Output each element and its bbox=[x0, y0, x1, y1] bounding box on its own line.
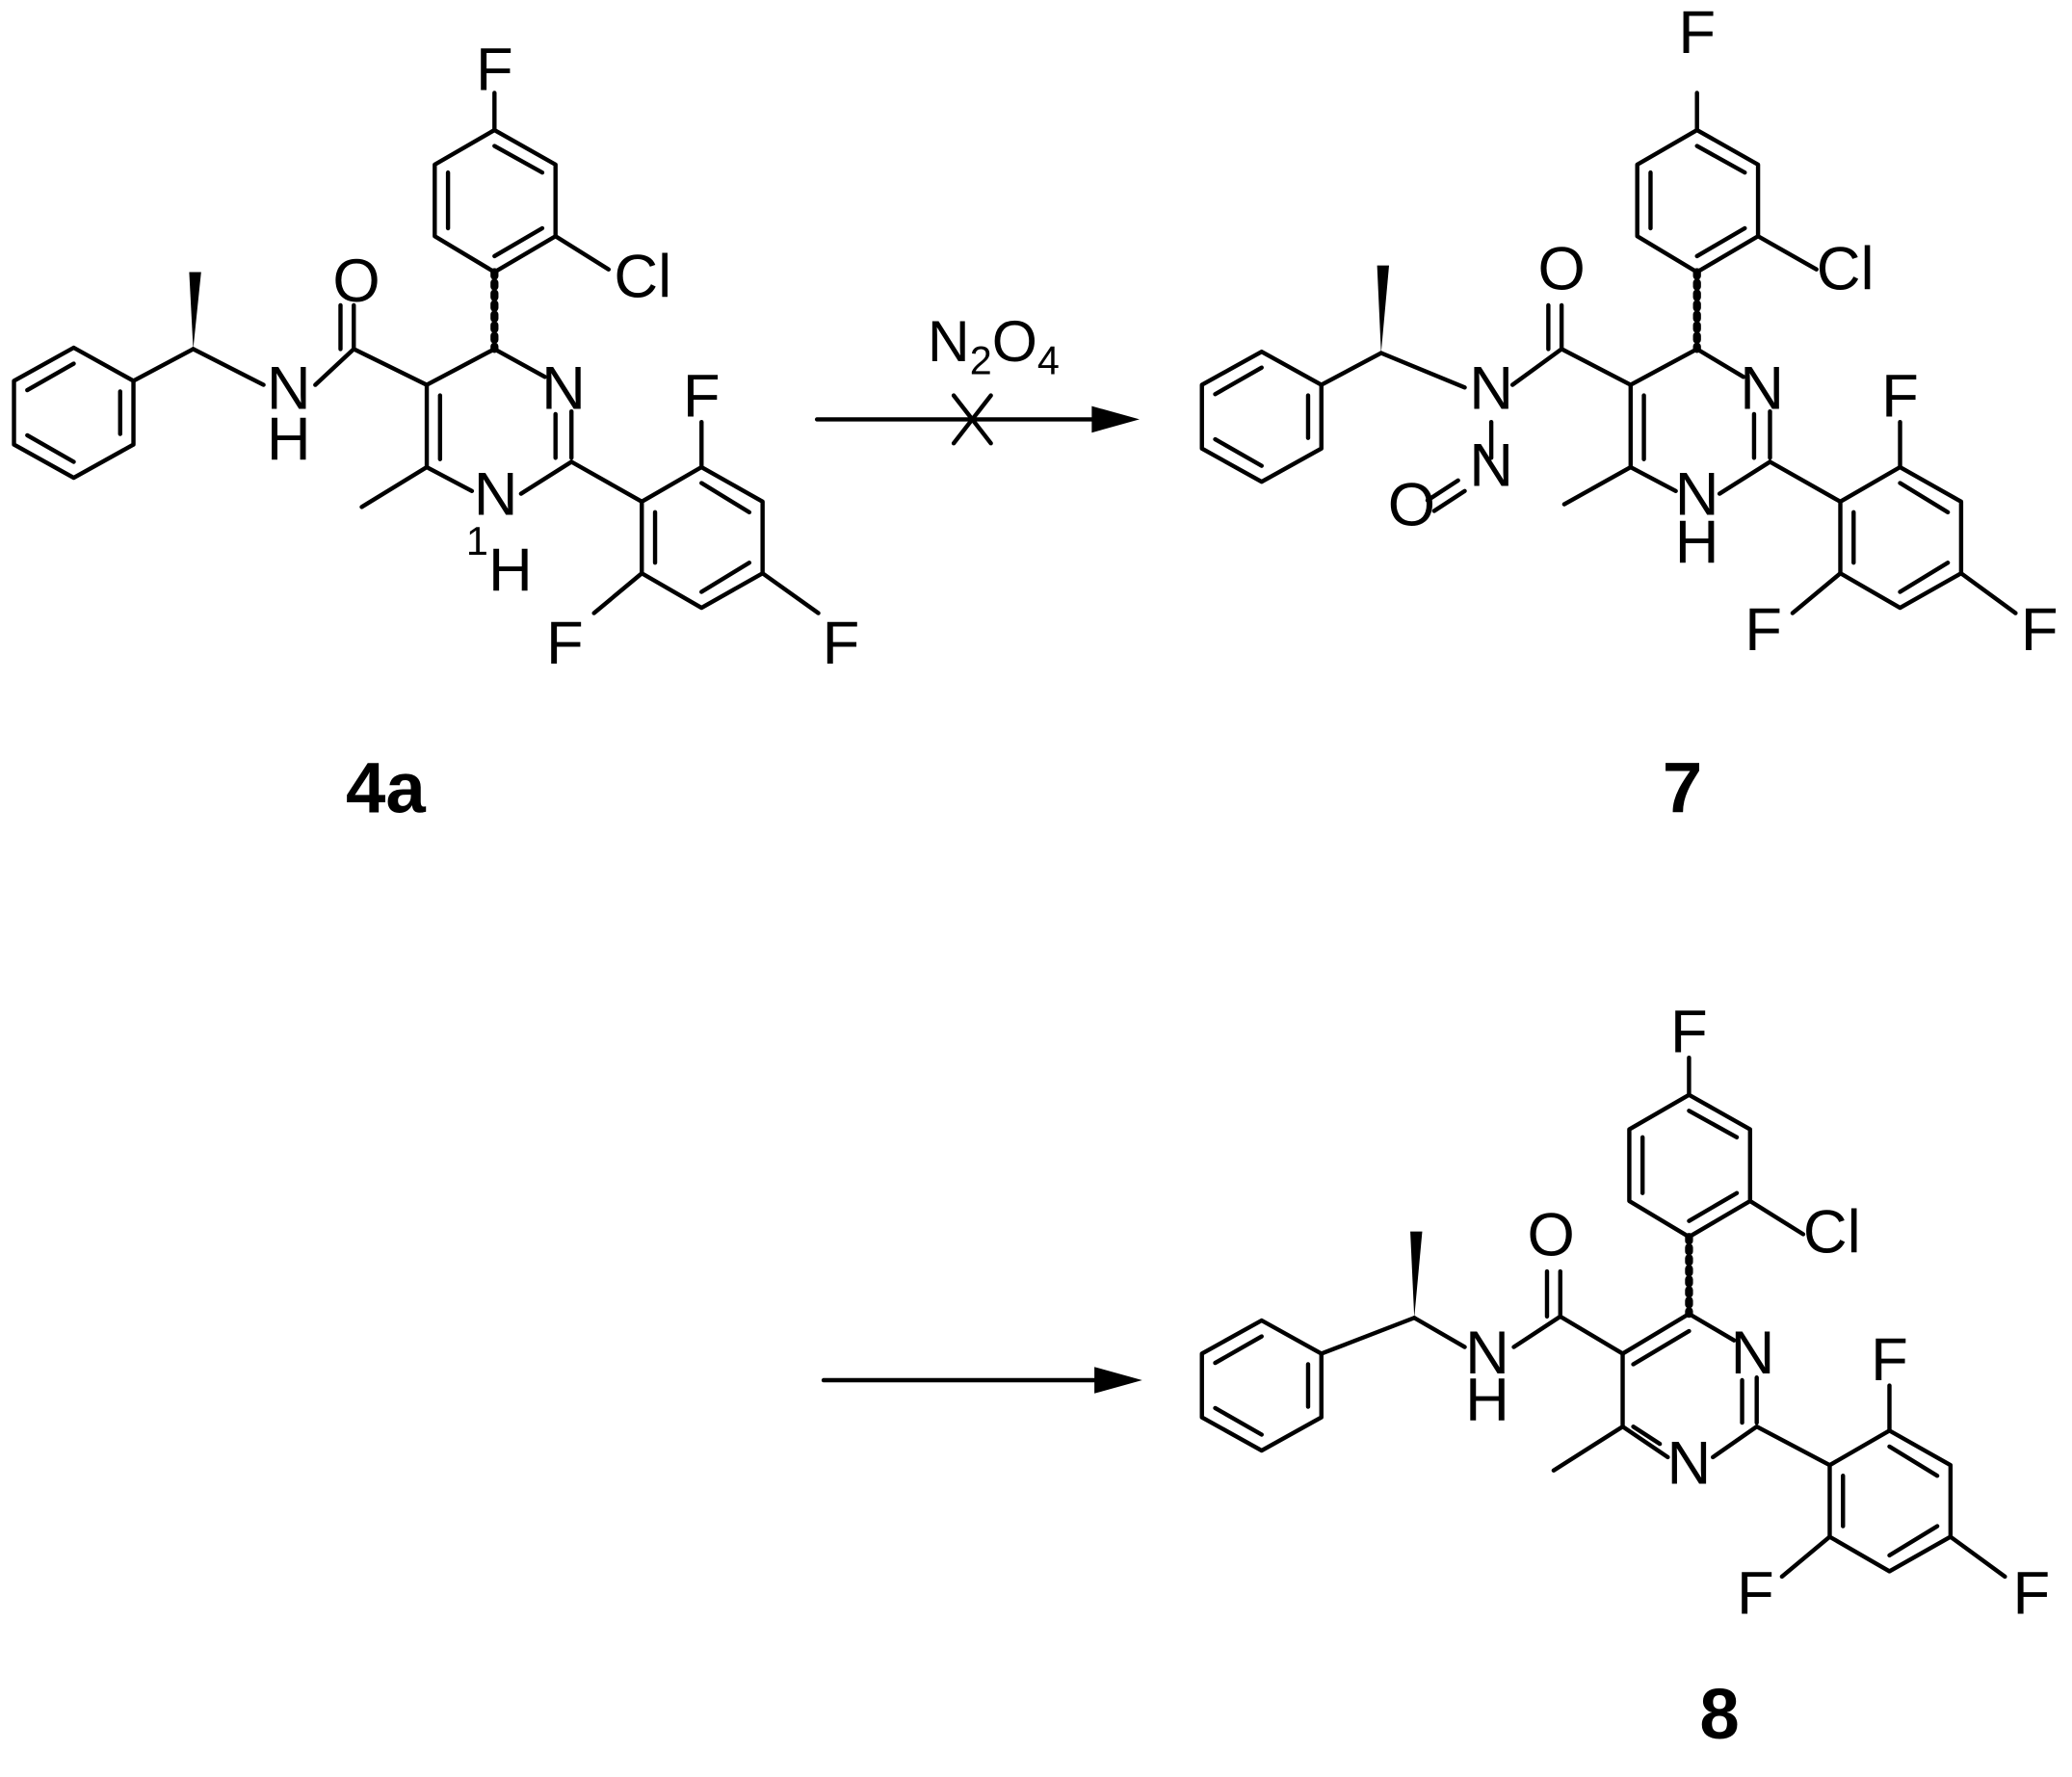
compound-label-4a: 4a bbox=[346, 747, 426, 827]
atom-o: O bbox=[1537, 235, 1585, 302]
atom-n: N bbox=[474, 461, 518, 529]
atom-f: F bbox=[1881, 363, 1919, 431]
atom-h: H bbox=[1465, 1366, 1509, 1433]
atom-f: F bbox=[1678, 0, 1716, 66]
molecule-4a-atoms: F Cl O N H N N 1 H F F F 4a bbox=[267, 37, 859, 828]
compound-label-8: 8 bbox=[1699, 1674, 1739, 1754]
atom-n: N bbox=[541, 354, 586, 422]
atom-n: N bbox=[1465, 1320, 1509, 1387]
atom-n: N bbox=[1740, 354, 1784, 422]
atom-h: H bbox=[1675, 509, 1719, 576]
atom-h: H bbox=[267, 405, 311, 473]
atom-o-nitroso: O bbox=[1388, 472, 1435, 539]
molecule-8-bonds bbox=[1199, 1055, 2007, 1580]
atom-o: O bbox=[332, 248, 380, 315]
atom-f: F bbox=[683, 363, 721, 431]
atom-n: N bbox=[267, 354, 311, 422]
atom-n: N bbox=[1667, 1429, 1712, 1497]
atom-n: N bbox=[1675, 461, 1719, 529]
stereo-wedge-7 bbox=[1377, 265, 1390, 353]
atom-f: F bbox=[2013, 1560, 2051, 1628]
reaction-arrow-2 bbox=[821, 1367, 1142, 1394]
atom-f: F bbox=[476, 37, 513, 104]
compound-label-7: 7 bbox=[1663, 747, 1702, 827]
atom-cl: Cl bbox=[1803, 1199, 1861, 1267]
atom-f: F bbox=[1871, 1326, 1908, 1394]
atom-o: O bbox=[1527, 1201, 1574, 1268]
atom-f: F bbox=[823, 610, 860, 677]
stereo-wedge-4a bbox=[189, 272, 201, 350]
molecule-7-bonds bbox=[1199, 91, 2018, 615]
reagent-label: N2O4 bbox=[928, 308, 1060, 383]
atom-f: F bbox=[1744, 596, 1782, 664]
atom-h: H bbox=[488, 536, 533, 604]
molecule-4a-bonds bbox=[12, 91, 821, 615]
atom-f: F bbox=[1737, 1560, 1774, 1628]
atom-n-nitroso: N bbox=[1469, 431, 1513, 499]
atom-cl: Cl bbox=[1817, 235, 1875, 302]
atom-f: F bbox=[2021, 596, 2059, 664]
atom-n: N bbox=[1731, 1320, 1775, 1387]
atom-f: F bbox=[1670, 999, 1708, 1066]
atom-cl: Cl bbox=[614, 244, 671, 311]
molecule-7-atoms: F Cl O N N O N N H F F F 7 bbox=[1388, 0, 2059, 827]
stereo-wedge-8 bbox=[1410, 1231, 1423, 1319]
atom-f: F bbox=[546, 610, 584, 677]
molecule-8-atoms: F Cl O N H N N F F F 8 bbox=[1465, 999, 2050, 1754]
isotope-superscript: 1 bbox=[466, 519, 488, 563]
reaction-arrow-1 bbox=[814, 393, 1140, 446]
atom-n: N bbox=[1469, 354, 1513, 422]
